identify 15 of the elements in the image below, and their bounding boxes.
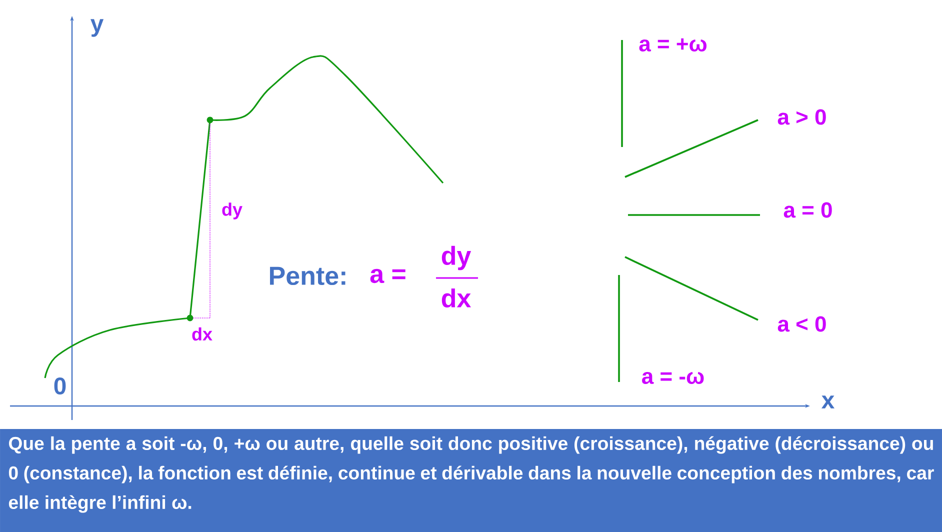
slope-label: a < 0 [778,316,826,332]
fraction-denominator: dx [442,288,471,308]
slope-label: a = 0 [784,202,832,218]
axis-label: x [821,396,834,408]
slope-label: a > 0 [778,109,826,125]
increment-label: dx [192,327,212,341]
fraction-numerator: dy [442,246,472,270]
increment-label: dy [222,202,242,220]
formula-label: Pente: [270,266,346,286]
axis-label: y [90,19,104,37]
caption-band: Que la pente a soit -ω, 0, +ω ou autre, quelle soit donc positive (croissance), négative (décroissance) ou 0 (constance), la fonction est définie, continue et dérivable dans la nouvelle conception des nombres, car elle intègre l’infini ω. [0,429,942,532]
formula-label: a = [370,268,406,284]
slope-label: a = -ω [642,372,704,384]
origin-label: 0 [54,378,66,394]
slope-label: a = +ω [639,38,706,52]
